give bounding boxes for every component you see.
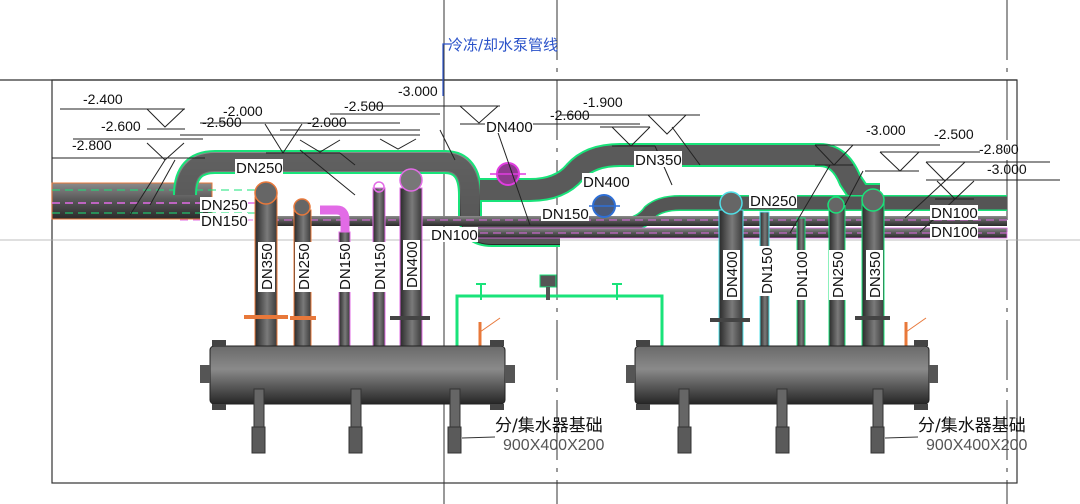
riser-label: DN350	[867, 251, 884, 298]
manifold-foundation-size: 900X400X200	[503, 437, 605, 454]
pipe-label: DN250	[236, 160, 283, 177]
manifold-labels: 分/集水器基础 900X400X200 分/集水器基础 900X400X200	[495, 416, 1028, 454]
pipe-label: DN400	[583, 174, 630, 191]
manifold-foundation-name: 分/集水器基础	[918, 416, 1026, 436]
pipe-label: DN150	[201, 213, 248, 230]
pipe-label: DN100	[931, 205, 978, 222]
pipe-label: DN100	[931, 224, 978, 241]
elevation-label: -2.800	[979, 141, 1019, 157]
pipe-label: DN350	[635, 152, 682, 169]
bypass-valve-actuator	[539, 274, 557, 288]
riser-label: DN350	[259, 243, 276, 290]
riser-label: DN400	[404, 241, 421, 288]
elevation-label: -1.900	[583, 94, 623, 110]
manifold-foundation-name: 分/集水器基础	[495, 416, 603, 436]
manifold-left	[200, 340, 515, 454]
riser-label: DN400	[724, 251, 741, 298]
title-leader: 冷冻/却水泵管线	[442, 36, 558, 96]
riser-label: DN150	[759, 247, 776, 294]
pipe-label: DN250	[750, 193, 797, 210]
elevation-label: -3.000	[866, 122, 906, 138]
pipe-size-labels: DN250 DN250 DN150 DN100 DN400 DN350 DN40…	[200, 118, 978, 244]
title-annotation: 冷冻/却水泵管线	[448, 36, 558, 54]
elevation-label: -2.800	[72, 137, 112, 153]
elevation-label: -2.500	[202, 114, 242, 130]
pipe-label: DN150	[542, 206, 589, 223]
riser-label: DN150	[372, 243, 389, 290]
elevation-label: -2.400	[83, 91, 123, 107]
riser-label: DN250	[296, 243, 313, 290]
pipe-label: DN250	[201, 197, 248, 214]
elevation-label: -2.500	[934, 126, 974, 142]
elevation-label: -2.500	[344, 98, 384, 114]
elevation-label: -2.600	[550, 107, 590, 123]
elevation-label: -2.000	[307, 114, 347, 130]
riser-labels: DN350 DN250 DN150 DN150 DN400 DN400 DN15…	[258, 240, 884, 300]
pipe-label: DN100	[431, 227, 478, 244]
elevation-labels: -2.400 -2.600 -2.800 -2.000 -2.500 -2.00…	[72, 83, 1027, 177]
riser-label: DN100	[794, 251, 811, 298]
elevation-label: -3.000	[398, 83, 438, 99]
manifold-right	[626, 340, 938, 454]
elevation-label: -2.600	[101, 118, 141, 134]
elevation-label: -3.000	[987, 161, 1027, 177]
pipe-label: DN400	[486, 119, 533, 136]
bypass-pipe	[455, 274, 927, 355]
riser-label: DN250	[830, 251, 847, 298]
manifold-foundation-size: 900X400X200	[926, 437, 1028, 454]
elevation-label: -2.000	[223, 103, 263, 119]
riser-label: DN150	[337, 243, 354, 290]
